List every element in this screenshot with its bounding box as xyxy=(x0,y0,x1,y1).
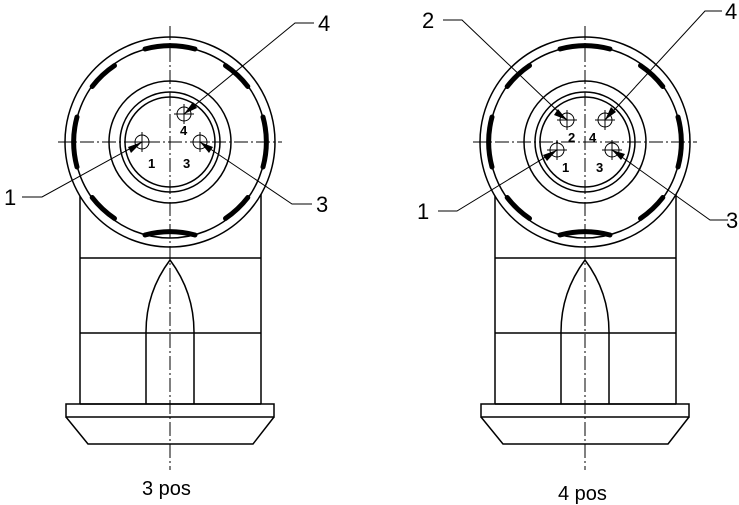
pin-number-1: 1 xyxy=(562,160,569,175)
callout-3: 3 xyxy=(726,208,738,233)
pin-number-1: 1 xyxy=(148,156,155,171)
caption-4pos: 4 pos xyxy=(558,483,607,505)
pin-number-4: 4 xyxy=(589,130,597,145)
callout-1: 1 xyxy=(4,185,16,210)
view-4pos: 2 4 1 3 2 4 1 3 4 pos xyxy=(417,0,738,505)
view-3pos: 4 1 3 4 1 3 3 pos xyxy=(4,11,330,500)
pin-number-2: 2 xyxy=(568,130,575,145)
callout-2: 2 xyxy=(422,8,434,33)
callout-3: 3 xyxy=(316,192,328,217)
pin-number-3: 3 xyxy=(596,160,603,175)
callout-1: 1 xyxy=(417,199,429,224)
pins: 4 1 3 xyxy=(132,104,210,171)
callout-4: 4 xyxy=(318,11,330,36)
pin-number-4: 4 xyxy=(180,123,188,138)
center-lines xyxy=(473,26,697,470)
center-lines xyxy=(58,26,282,470)
leaders xyxy=(438,10,728,221)
caption-3pos: 3 pos xyxy=(142,478,191,500)
leaders xyxy=(22,22,314,205)
callout-4: 4 xyxy=(725,0,737,24)
pin-number-3: 3 xyxy=(183,156,190,171)
